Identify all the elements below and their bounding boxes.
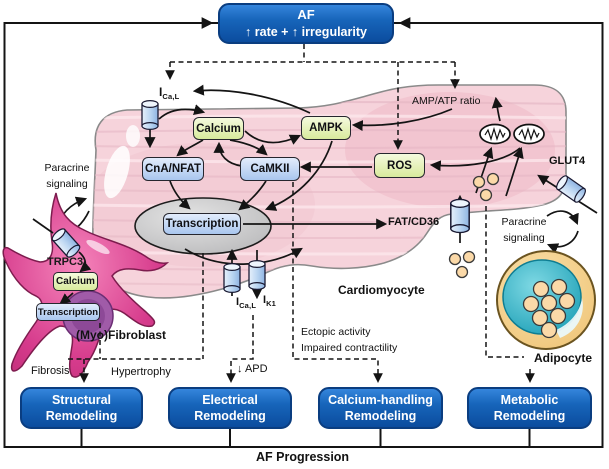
electrical-remodeling-box: Electrical Remodeling xyxy=(168,387,292,429)
arrow-fa-to-mito1 xyxy=(475,146,494,194)
trpc3-label: TRPC3 xyxy=(47,256,84,268)
ica-l-bottom-channel-icon xyxy=(223,262,241,294)
paracrine-right-line2: signaling xyxy=(503,231,545,244)
arrow-ampatp-to-ampk xyxy=(351,108,453,132)
arrow-calcium-to-cnanfat xyxy=(176,139,204,157)
fibrosis-label: Fibrosis xyxy=(31,365,70,377)
electrical-line2: Remodeling xyxy=(194,409,266,423)
node-ampk: AMPK xyxy=(301,116,351,140)
node-transcription: Transcription xyxy=(163,213,241,235)
metabolic-remodeling-box: Metabolic Remodeling xyxy=(467,387,592,429)
paracrine-right-line1: Paracrine xyxy=(501,216,547,228)
node-fibro-transcription: Transcription xyxy=(36,303,100,321)
paracrine-left-line1: Paracrine xyxy=(44,162,90,174)
adipocyte-lipid-droplets xyxy=(522,278,576,339)
paracrine-left-label: Paracrine signaling xyxy=(28,160,106,193)
metabolic-line2: Remodeling xyxy=(493,409,566,423)
structural-remodeling-box: Structural Remodeling xyxy=(20,387,143,429)
ica-l-bottom-main: I xyxy=(236,296,240,308)
ectopic-activity-label: Ectopic activity xyxy=(301,326,371,338)
arrow-calcium-to-camkii xyxy=(229,139,268,156)
ik1-main: I xyxy=(263,294,267,306)
calcium-handling-line1: Calcium-handling xyxy=(328,392,433,407)
ik1-channel-icon xyxy=(248,259,266,291)
arrow-cnanfat-to-transcription xyxy=(169,180,191,210)
mitochondrion-icon-1 xyxy=(479,123,511,145)
fat-cd36-channel-icon xyxy=(450,198,470,234)
mitochondrion-icon-2 xyxy=(513,123,545,145)
arrow-calcium-to-ampk xyxy=(244,130,301,145)
ik1-sub: K1 xyxy=(266,299,277,308)
paracrine-right-label: Paracrine signaling xyxy=(490,215,558,247)
hypertrophy-label: Hypertrophy xyxy=(111,366,171,378)
ik1-label: IK1 xyxy=(263,294,276,308)
structural-line1: Structural xyxy=(51,392,112,407)
fibroblast-arrows xyxy=(32,218,92,305)
apd-label: ↓ APD xyxy=(237,363,268,375)
arrow-feedback-to-ical xyxy=(192,84,311,114)
arrow-camkii-to-calcium xyxy=(213,141,243,167)
node-cna-nfat: CnA/NFAT xyxy=(142,157,204,181)
af-title-box: AF ↑ rate + ↑ irregularity xyxy=(218,3,394,44)
af-title-line1: AF xyxy=(297,6,315,22)
ica-l-bottom-sub: Ca,L xyxy=(239,301,257,310)
impaired-contractility-label: Impaired contractility xyxy=(301,342,398,354)
arrow-paracrine-right-cw xyxy=(546,210,579,226)
af-progression-label: AF Progression xyxy=(256,450,350,464)
node-camkii: CaMKII xyxy=(240,157,300,181)
electrical-line1: Electrical xyxy=(202,392,258,407)
calcium-handling-remodeling-box: Calcium-handling Remodeling xyxy=(318,387,443,429)
fat-cd36-label: FAT/CD36 xyxy=(388,216,440,228)
fatty-acid-droplets xyxy=(448,172,500,279)
amp-atp-ratio-label: AMP/ATP ratio xyxy=(412,95,481,107)
arrow-fibro-calcium-to-transcription xyxy=(59,292,74,305)
node-calcium: Calcium xyxy=(193,117,244,140)
metabolic-line1: Metabolic xyxy=(500,392,559,407)
ica-l-channel-icon xyxy=(141,99,159,131)
adipocyte-label: Adipocyte xyxy=(534,351,593,365)
arrow-transcription-sweep xyxy=(184,247,303,265)
bottom-dashed-connectors xyxy=(68,182,535,383)
adipocyte-body xyxy=(496,250,596,350)
arrow-trpc3-to-calcium xyxy=(78,251,92,273)
arrow-ampk-to-transcription xyxy=(264,140,333,211)
arrow-mito-to-ampatp xyxy=(491,96,503,122)
arrow-ical-to-calcium xyxy=(158,104,206,120)
ica-l-top-label: ICa,L xyxy=(159,85,179,101)
arrow-paracrine-right-ccw xyxy=(546,230,579,254)
ica-l-sub: Ca,L xyxy=(162,92,180,101)
node-fibro-calcium: Calcium xyxy=(53,272,98,291)
glut4-label: GLUT4 xyxy=(549,155,586,167)
node-ros: ROS xyxy=(374,153,425,178)
calcium-handling-line2: Remodeling xyxy=(344,409,417,423)
myofibroblast-label: (Myo)Fibroblast xyxy=(76,328,166,342)
af-title-line2: ↑ rate + ↑ irregularity xyxy=(245,24,367,39)
structural-line2: Remodeling xyxy=(45,409,118,423)
ica-l-bottom-label: ICa,L xyxy=(236,296,256,310)
arrow-camkii-to-transcription xyxy=(238,180,267,211)
arrow-fa-to-mito2 xyxy=(505,146,524,197)
cardiomyocyte-label: Cardiomyocyte xyxy=(338,283,425,297)
remodeling-connectors xyxy=(80,429,531,446)
ica-l-main: I xyxy=(159,85,163,99)
af-cascade-dashed-lines xyxy=(165,44,460,150)
paracrine-left-line2: signaling xyxy=(46,178,88,191)
